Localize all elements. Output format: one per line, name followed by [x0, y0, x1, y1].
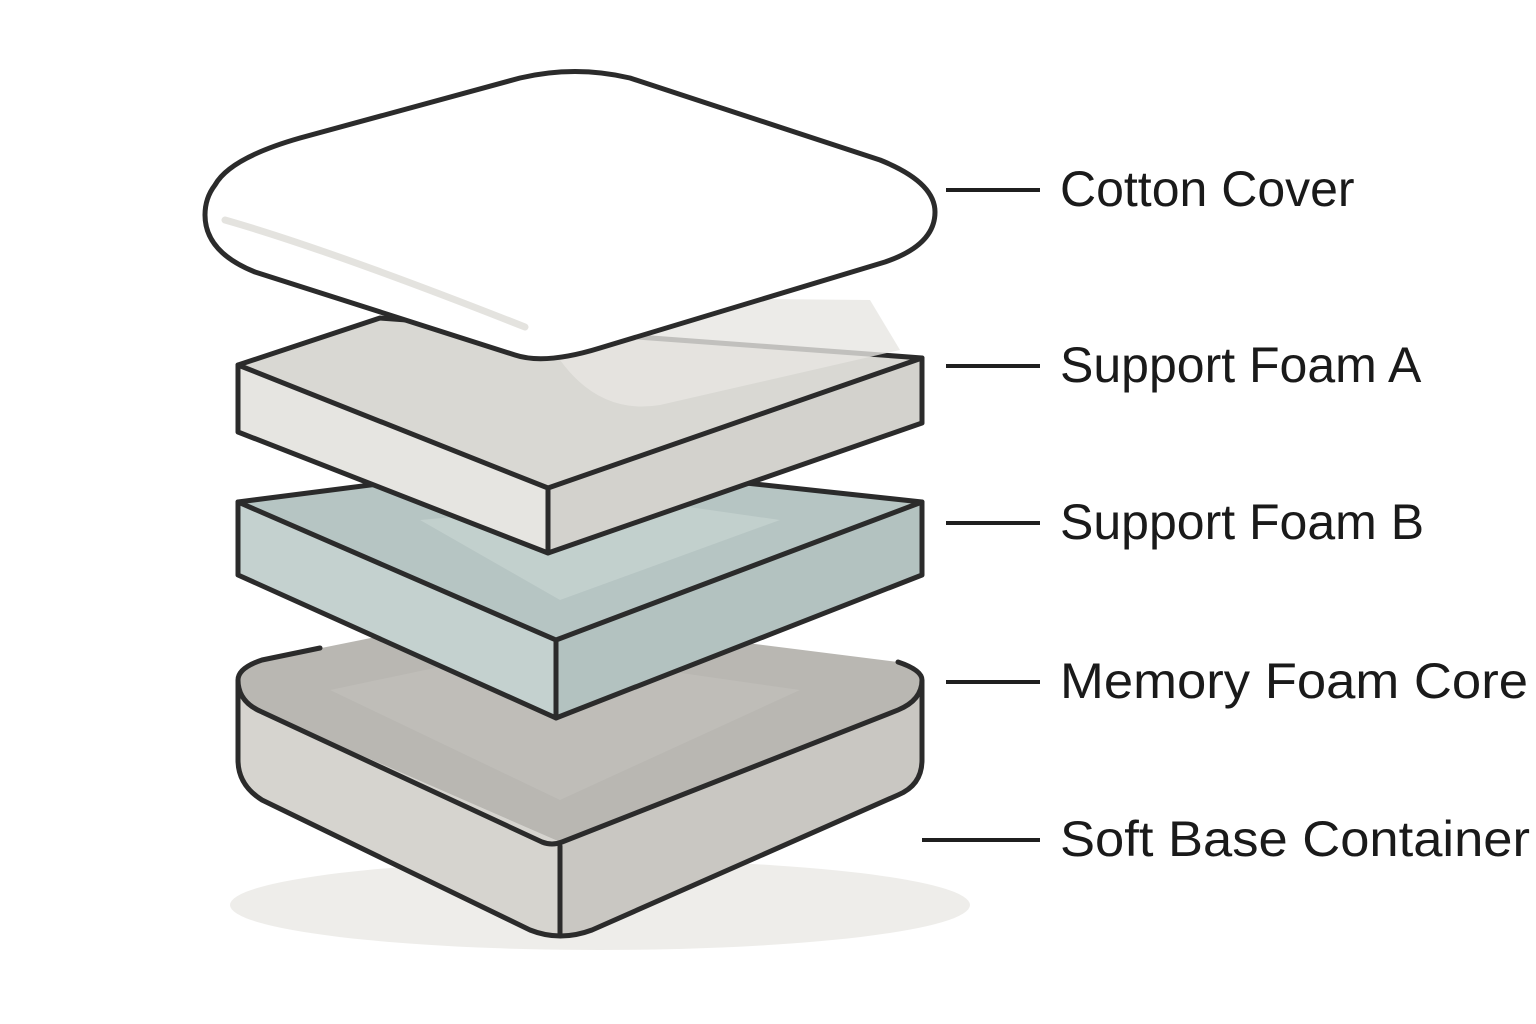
label-soft-base-container: Soft Base Container: [1060, 811, 1530, 867]
label-support-foam-a: Support Foam A: [1060, 337, 1422, 393]
cover-outline: [202, 69, 938, 362]
support-foam-b-shape: [235, 459, 925, 721]
label-memory-foam-core: Memory Foam Core: [1060, 653, 1528, 709]
soft-base-container-shape: [235, 612, 925, 939]
base-outline: [235, 645, 925, 939]
foam-a-left-face: [238, 365, 548, 553]
cotton-cover-shape: [202, 69, 938, 407]
label-support-foam-b: Support Foam B: [1060, 494, 1424, 550]
label-cotton-cover: Cotton Cover: [1060, 161, 1355, 217]
foam-a-edges: [235, 355, 925, 556]
base-right-face: [560, 680, 922, 937]
cover-body: [205, 71, 935, 359]
cover-crease: [221, 216, 529, 331]
foam-a-outline: [235, 315, 925, 556]
foam-b-edges: [235, 499, 925, 721]
foam-a-right-face: [548, 358, 922, 553]
base-inner-highlight: [330, 650, 800, 800]
foam-b-right-face: [556, 502, 922, 718]
foam-b-left-face: [238, 502, 556, 718]
base-left-face: [238, 680, 560, 937]
